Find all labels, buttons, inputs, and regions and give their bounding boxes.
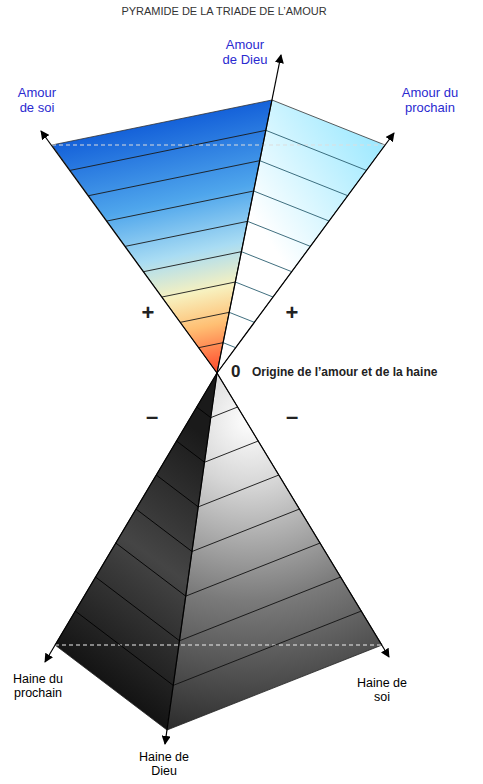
level-line	[229, 312, 254, 322]
origin-label: Origine de l’amour et de la haine	[252, 366, 480, 380]
level-line	[192, 509, 300, 552]
axis-arrow	[165, 373, 217, 744]
label-slot: +	[136, 300, 160, 325]
axis-arrow	[45, 373, 217, 662]
level-line	[211, 407, 238, 418]
level-line	[107, 191, 254, 221]
hidden-edge	[55, 645, 382, 646]
axis-label: Haine de soi	[351, 676, 413, 705]
axis-label: Haine de Dieu	[133, 750, 195, 779]
axis-label: Amour de Dieu	[217, 38, 273, 68]
hidden-edge	[52, 145, 385, 146]
level-line	[162, 282, 235, 297]
sign-symbol: –	[280, 404, 304, 429]
level-line	[241, 252, 291, 272]
axis-arrow	[217, 55, 281, 373]
label-slot: Haine de soi	[351, 676, 413, 705]
label-slot: Haine de Dieu	[133, 750, 195, 779]
level-line	[254, 191, 329, 221]
level-line	[260, 161, 348, 196]
label-slot: Amour de soi	[12, 86, 62, 116]
level-line	[199, 343, 223, 348]
sign-symbol: +	[136, 300, 160, 325]
level-line	[180, 577, 341, 641]
label-slot: Haine du prochain	[5, 672, 71, 701]
label-slot: –	[280, 404, 304, 429]
origin-number: 0	[231, 362, 251, 382]
level-line	[156, 475, 198, 507]
axis-arrow	[217, 133, 394, 373]
axis-label: Haine du prochain	[5, 672, 71, 701]
label-slot: –	[140, 404, 164, 429]
sign-symbol: +	[280, 300, 304, 325]
level-line	[177, 441, 205, 462]
level-line	[180, 312, 229, 322]
axis-arrow	[217, 373, 389, 657]
love-face-neighbour	[217, 100, 385, 373]
label-slot: Origine de l’amour et de la haine	[252, 366, 480, 380]
axes	[41, 55, 394, 744]
level-line	[75, 611, 173, 685]
axis-arrow	[41, 131, 217, 373]
level-line	[89, 161, 260, 196]
level-line	[248, 221, 311, 246]
level-line	[136, 509, 192, 552]
axis-label: Amour de soi	[12, 86, 62, 116]
level-line	[173, 611, 361, 685]
level-line	[198, 475, 279, 507]
label-slot: Amour du prochain	[389, 86, 471, 116]
level-line	[125, 221, 247, 246]
sign-symbol: –	[140, 404, 164, 429]
level-line	[197, 407, 211, 418]
axis-label: Amour du prochain	[389, 86, 471, 116]
level-lines	[70, 130, 366, 685]
label-slot: 0	[231, 362, 251, 382]
level-line	[116, 543, 186, 596]
title-slot: PYRAMIDE DE LA TRIADE DE L’AMOUR	[0, 5, 448, 17]
level-line	[235, 282, 273, 297]
level-line	[96, 577, 180, 641]
level-line	[223, 343, 236, 348]
diagram-title: PYRAMIDE DE LA TRIADE DE L’AMOUR	[0, 5, 448, 17]
level-line	[144, 252, 242, 272]
level-line	[266, 130, 366, 170]
label-slot: Amour de Dieu	[217, 38, 273, 68]
level-line	[70, 130, 266, 170]
hate-face-right	[167, 373, 382, 730]
label-slot: +	[280, 300, 304, 325]
level-line	[205, 441, 259, 462]
level-line	[186, 543, 320, 596]
